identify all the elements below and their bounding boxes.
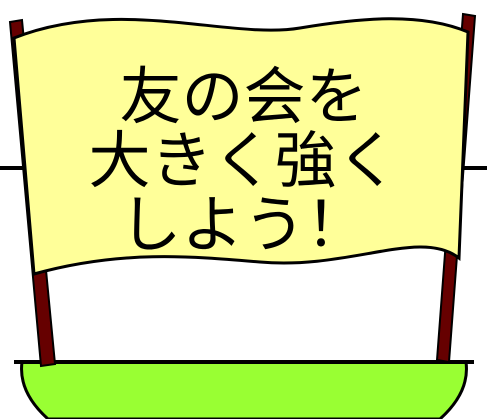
green-ground [20, 360, 468, 419]
banner-text-line-3: しよう！ [119, 188, 368, 261]
banner-text-line-1: 友の会を [119, 60, 368, 133]
waving-flag [12, 17, 470, 276]
banner-text-line-2: 大きく強く [88, 124, 399, 197]
